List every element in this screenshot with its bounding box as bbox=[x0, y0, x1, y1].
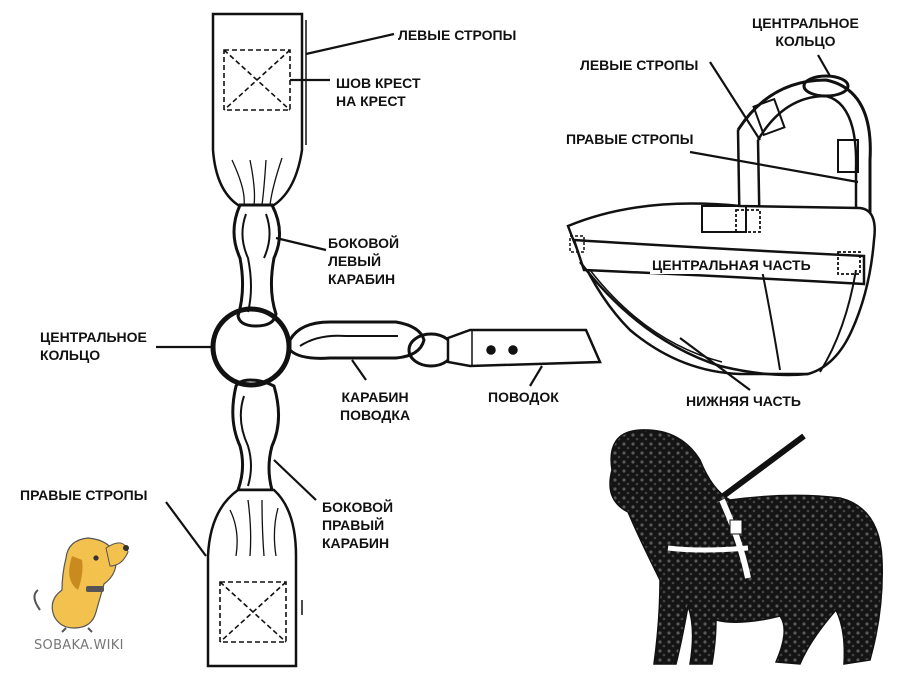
label-leash-carabiner: КАРАБИН ПОВОДКА bbox=[340, 389, 411, 423]
dog-illustration bbox=[609, 429, 883, 665]
cross-stitch-bottom bbox=[219, 581, 287, 643]
side-right-carabiner bbox=[231, 378, 280, 492]
label-bottom-part: НИЖНЯЯ ЧАСТЬ bbox=[686, 393, 801, 409]
label-left-straps: ЛЕВЫЕ СТРОПЫ bbox=[398, 27, 517, 43]
label-harness-left-straps: ЛЕВЫЕ СТРОПЫ bbox=[580, 57, 699, 73]
label-harness-central-ring: ЦЕНТРАЛЬНОЕ КОЛЬЦО bbox=[752, 15, 859, 49]
watermark-text: SOBAKA.WIKI bbox=[34, 638, 124, 653]
label-central-ring: ЦЕНТРАЛЬНОЕ КОЛЬЦО bbox=[40, 329, 147, 363]
harness-assembled bbox=[566, 74, 876, 377]
label-central-part: ЦЕНТРАЛЬНАЯ ЧАСТЬ bbox=[650, 256, 813, 274]
label-leash: ПОВОДОК bbox=[488, 389, 559, 405]
leader-lines bbox=[156, 32, 859, 557]
central-ring bbox=[210, 306, 292, 388]
leash bbox=[446, 328, 602, 368]
label-cross-stitch: ШОВ КРЕСТ НА КРЕСТ bbox=[336, 75, 421, 109]
label-right-straps: ПРАВЫЕ СТРОПЫ bbox=[20, 487, 148, 503]
label-harness-right-straps: ПРАВЫЕ СТРОПЫ bbox=[566, 131, 694, 147]
sobaka-logo-icon bbox=[33, 537, 129, 633]
label-side-left-carabiner: БОКОВОЙ ЛЕВЫЙ КАРАБИН bbox=[328, 235, 400, 287]
left-straps-top bbox=[211, 12, 307, 207]
label-side-right-carabiner: БОКОВОЙ ПРАВЫЙ КАРАБИН bbox=[322, 499, 394, 551]
leash-carabiner bbox=[288, 320, 455, 368]
right-straps-bottom bbox=[206, 488, 303, 668]
side-left-carabiner bbox=[232, 203, 281, 328]
